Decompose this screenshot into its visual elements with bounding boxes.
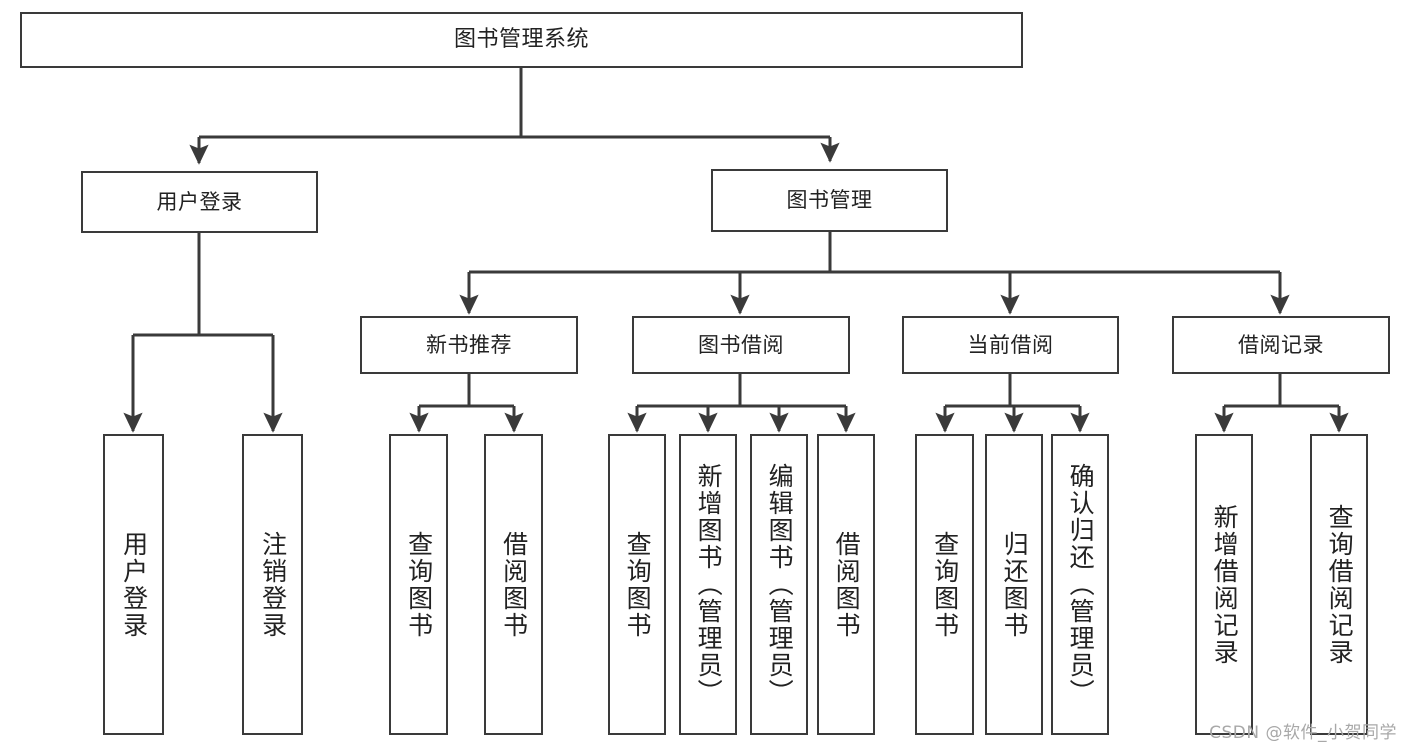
node-label: 归还图书 bbox=[1000, 530, 1030, 639]
node-label: 查询图书 bbox=[404, 530, 434, 639]
node-label: 借阅图书 bbox=[499, 530, 529, 639]
node-leaf-query-book-current[interactable]: 查询图书 bbox=[915, 434, 974, 735]
node-label: 用户登录 bbox=[156, 189, 243, 214]
node-root-book-management-system[interactable]: 图书管理系统 bbox=[20, 12, 1023, 68]
node-label: 查询图书 bbox=[623, 530, 653, 639]
node-leaf-add-borrow-record[interactable]: 新增借阅记录 bbox=[1195, 434, 1253, 735]
node-label: 查询图书 bbox=[930, 530, 960, 639]
node-book-management[interactable]: 图书管理 bbox=[711, 169, 948, 232]
node-book-borrow[interactable]: 图书借阅 bbox=[632, 316, 850, 374]
node-leaf-user-login[interactable]: 用户登录 bbox=[103, 434, 164, 735]
watermark-text: CSDN @软件_小贺同学 bbox=[1209, 723, 1397, 743]
node-leaf-confirm-return-admin[interactable]: 确认归还（管理员） bbox=[1051, 434, 1109, 735]
node-label: 图书管理 bbox=[786, 188, 873, 213]
node-leaf-borrow-book-recommend[interactable]: 借阅图书 bbox=[484, 434, 543, 735]
node-user-login[interactable]: 用户登录 bbox=[81, 171, 318, 233]
node-label: 用户登录 bbox=[119, 530, 149, 639]
node-borrow-record[interactable]: 借阅记录 bbox=[1172, 316, 1390, 374]
node-label: 新书推荐 bbox=[426, 332, 512, 357]
node-leaf-borrow-book[interactable]: 借阅图书 bbox=[817, 434, 875, 735]
node-leaf-add-book-admin[interactable]: 新增图书（管理员） bbox=[679, 434, 737, 735]
node-leaf-edit-book-admin[interactable]: 编辑图书（管理员） bbox=[750, 434, 808, 735]
node-label: 注销登录 bbox=[258, 530, 288, 639]
node-label: 新增借阅记录 bbox=[1210, 503, 1240, 666]
node-current-borrow[interactable]: 当前借阅 bbox=[902, 316, 1119, 374]
node-leaf-query-borrow-record[interactable]: 查询借阅记录 bbox=[1310, 434, 1368, 735]
node-label: 图书管理系统 bbox=[453, 27, 589, 53]
node-label: 确认归还（管理员） bbox=[1066, 463, 1096, 706]
node-label: 借阅记录 bbox=[1238, 332, 1324, 357]
node-label: 查询借阅记录 bbox=[1325, 503, 1355, 666]
node-new-book-recommend[interactable]: 新书推荐 bbox=[360, 316, 578, 374]
node-leaf-logout[interactable]: 注销登录 bbox=[242, 434, 303, 735]
node-label: 新增图书（管理员） bbox=[694, 463, 724, 706]
node-label: 借阅图书 bbox=[832, 530, 862, 639]
node-leaf-query-book-recommend[interactable]: 查询图书 bbox=[389, 434, 448, 735]
node-leaf-query-book-borrow[interactable]: 查询图书 bbox=[608, 434, 666, 735]
node-leaf-return-book[interactable]: 归还图书 bbox=[985, 434, 1043, 735]
node-label: 图书借阅 bbox=[698, 332, 784, 357]
node-label: 当前借阅 bbox=[967, 332, 1054, 357]
node-label: 编辑图书（管理员） bbox=[765, 463, 795, 706]
